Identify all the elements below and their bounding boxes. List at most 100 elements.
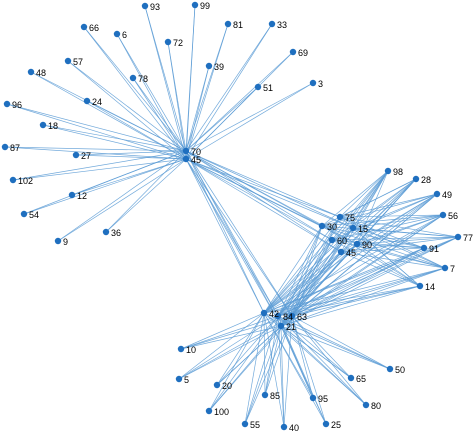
node-label-56: 56 <box>448 211 458 221</box>
node-14 <box>416 282 424 290</box>
node-label-98: 98 <box>393 167 403 177</box>
node-label-9: 9 <box>63 237 68 247</box>
node-75 <box>336 213 344 221</box>
node-30 <box>318 222 326 230</box>
edge-45a-72 <box>167 41 187 160</box>
node-label-91: 91 <box>429 244 439 254</box>
edge-63-80 <box>291 315 367 406</box>
node-label-100: 100 <box>214 407 229 417</box>
node-label-14: 14 <box>425 282 435 292</box>
node-label-51: 51 <box>263 83 273 93</box>
edge-84-50 <box>277 315 391 370</box>
edge-45a-54 <box>23 158 187 215</box>
edge-63-5 <box>178 315 293 380</box>
edge-30-49 <box>321 193 438 227</box>
node-100 <box>205 407 213 415</box>
node-label-21: 21 <box>286 322 296 332</box>
node-label-45a: 45 <box>191 155 201 165</box>
edge-84-100 <box>208 315 279 412</box>
edge-30-56 <box>321 214 444 227</box>
edge-75-56 <box>339 214 444 218</box>
node-28 <box>412 175 420 183</box>
node-3 <box>309 79 317 87</box>
node-label-45b: 45 <box>346 248 356 258</box>
node-label-96: 96 <box>12 100 22 110</box>
edge-63-98 <box>291 170 389 317</box>
node-25 <box>322 420 330 428</box>
edge-60-98 <box>331 170 389 241</box>
node-102 <box>9 176 17 184</box>
node-label-27: 27 <box>81 151 91 161</box>
node-label-57: 57 <box>73 57 83 67</box>
node-21 <box>277 322 285 330</box>
node-label-54: 54 <box>29 210 39 220</box>
node-54 <box>20 210 28 218</box>
edge-42-75 <box>263 216 341 314</box>
edge-63-65 <box>291 315 352 379</box>
edge-70-6 <box>116 33 187 152</box>
node-56 <box>439 211 447 219</box>
edge-63-40 <box>283 315 293 428</box>
node-label-99: 99 <box>200 1 210 11</box>
node-label-40: 40 <box>289 423 299 433</box>
node-layer <box>1 1 462 431</box>
edge-45a-99 <box>185 4 196 160</box>
edge-45a-15 <box>185 158 354 229</box>
edge-15-91 <box>352 227 425 249</box>
node-84 <box>274 312 282 320</box>
edge-63-25 <box>291 315 327 425</box>
edge-70-3 <box>185 82 314 152</box>
node-label-33: 33 <box>277 20 287 30</box>
node-39 <box>205 62 213 70</box>
edge-84-90 <box>277 243 358 317</box>
node-label-70: 70 <box>191 147 201 157</box>
edge-70-24 <box>86 100 187 152</box>
edge-45a-51 <box>185 86 259 160</box>
edge-21-30 <box>280 225 323 327</box>
node-95 <box>309 394 317 402</box>
edge-84-55 <box>244 315 279 425</box>
node-96 <box>3 100 11 108</box>
node-63 <box>288 312 296 320</box>
edge-45a-48 <box>30 71 187 160</box>
node-label-30: 30 <box>327 222 337 232</box>
node-label-7: 7 <box>450 264 455 274</box>
edge-84-49 <box>277 193 438 317</box>
node-42 <box>260 309 268 317</box>
edge-70-33 <box>185 23 273 152</box>
edge-45b-14 <box>340 251 421 287</box>
edge-42-98 <box>263 170 389 314</box>
edge-42-15 <box>263 227 354 314</box>
edge-45a-42 <box>185 158 265 314</box>
edge-45a-84 <box>185 158 279 317</box>
edge-21-77 <box>280 236 459 327</box>
node-label-85: 85 <box>270 391 280 401</box>
edge-90-77 <box>356 236 459 245</box>
node-45b <box>337 248 345 256</box>
edge-45a-24 <box>86 100 187 160</box>
node-91 <box>420 244 428 252</box>
node-51 <box>254 83 262 91</box>
node-label-55: 55 <box>250 420 260 430</box>
edge-45a-3 <box>185 82 314 160</box>
edge-45a-93 <box>144 5 187 160</box>
node-label-90: 90 <box>362 240 372 250</box>
edge-70-66 <box>83 26 187 152</box>
edge-42-85 <box>263 312 266 396</box>
node-label-72: 72 <box>173 38 183 48</box>
edge-45a-78 <box>132 77 187 160</box>
edge-21-14 <box>280 285 421 327</box>
edge-21-5 <box>178 325 282 380</box>
node-label-95: 95 <box>318 394 328 404</box>
node-label-93: 93 <box>150 2 160 12</box>
edge-42-10 <box>180 312 265 350</box>
edge-63-30 <box>291 225 323 317</box>
node-40 <box>280 423 288 431</box>
edge-21-75 <box>280 216 341 327</box>
edge-45a-9 <box>57 158 187 242</box>
edge-90-28 <box>356 178 417 245</box>
node-90 <box>353 240 361 248</box>
node-label-50: 50 <box>395 365 405 375</box>
node-66 <box>80 23 88 31</box>
node-label-66: 66 <box>89 23 99 33</box>
